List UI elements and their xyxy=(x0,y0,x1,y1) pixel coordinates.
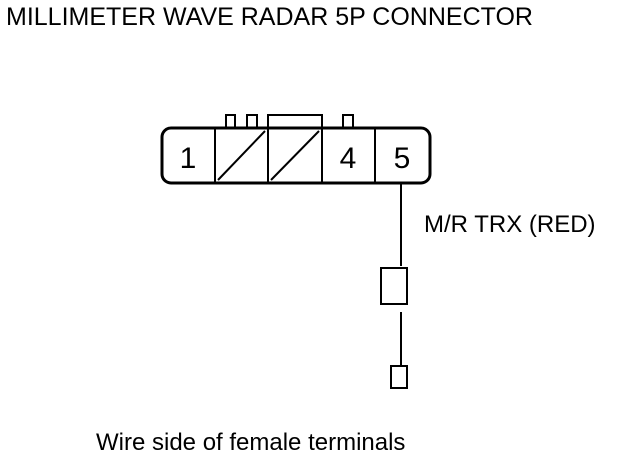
empty-cavity-marks xyxy=(217,130,320,181)
pin-1-label: 1 xyxy=(180,142,197,175)
diagram-caption: Wire side of female terminals xyxy=(96,429,406,456)
diagram-title: MILLIMETER WAVE RADAR 5P CONNECTOR xyxy=(6,3,533,31)
empty-cavity-3-slash xyxy=(270,130,320,181)
empty-cavity-2-slash xyxy=(217,130,266,181)
wire-pin-5 xyxy=(380,183,408,389)
cavity-dividers xyxy=(214,129,376,182)
pin-5-label: 5 xyxy=(394,142,411,175)
wire-label: M/R TRX (RED) xyxy=(424,211,596,238)
wire-break-marker xyxy=(380,267,408,305)
pin-4-label: 4 xyxy=(340,142,357,175)
wire-terminal-end xyxy=(390,365,408,389)
